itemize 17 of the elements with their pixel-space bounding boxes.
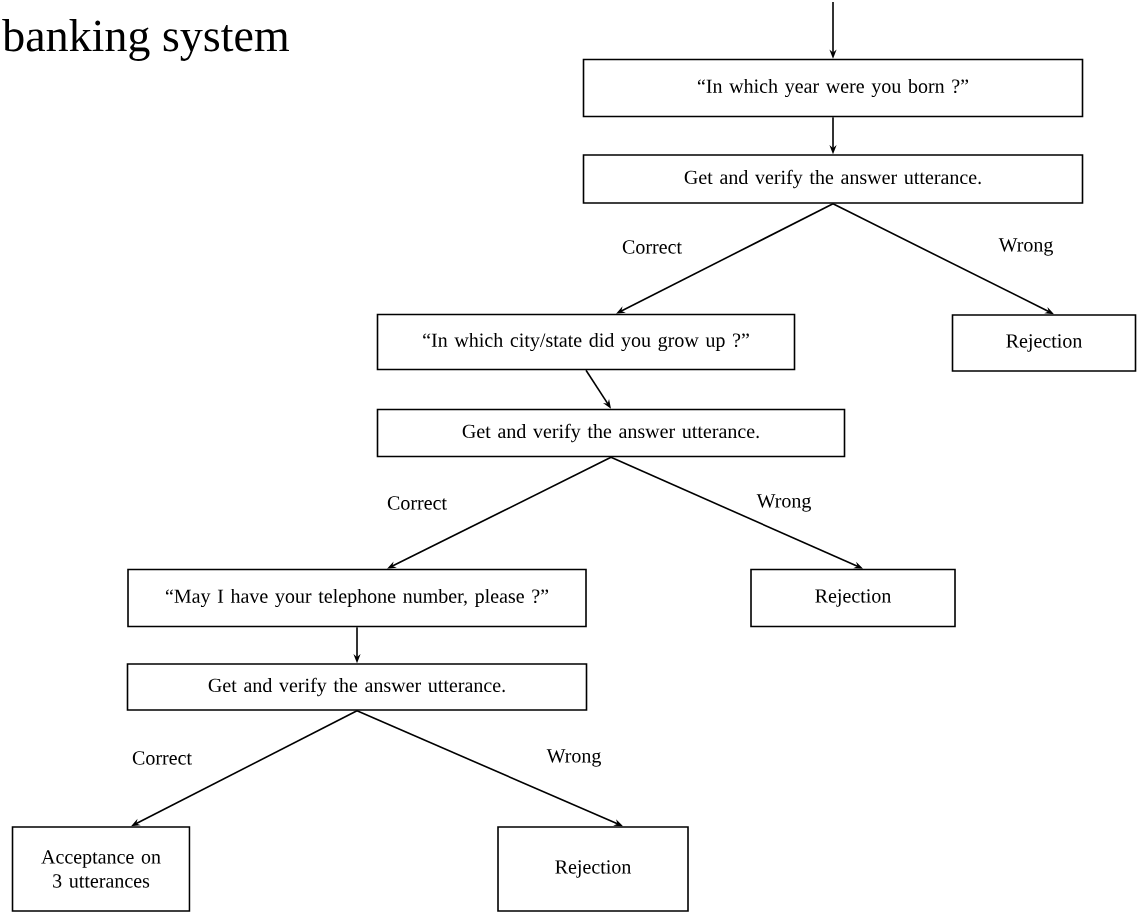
process-box: Rejection bbox=[497, 826, 689, 912]
edge-label: Wrong bbox=[545, 748, 603, 768]
edge-label: Correct bbox=[131, 750, 193, 766]
process-box: Get and verify the answer utterance. bbox=[126, 663, 588, 711]
process-box: Rejection bbox=[951, 314, 1137, 372]
edge-label: Wrong bbox=[755, 493, 813, 513]
process-box: “In which city/state did you grow up ?” bbox=[376, 313, 796, 371]
edge-label: Correct bbox=[621, 239, 683, 255]
title: banking system bbox=[2, 19, 289, 61]
edge-label: Correct bbox=[386, 495, 448, 511]
process-box: Get and verify the answer utterance. bbox=[582, 154, 1084, 204]
process-box: Get and verify the answer utterance. bbox=[376, 408, 846, 458]
process-box: Rejection bbox=[750, 568, 956, 628]
process-box: “In which year were you born ?” bbox=[582, 58, 1084, 118]
process-box: Acceptance on 3 utterances bbox=[11, 826, 191, 912]
process-box: “May I have your telephone number, please ?” bbox=[127, 568, 587, 628]
edge-label: Wrong bbox=[997, 237, 1055, 257]
